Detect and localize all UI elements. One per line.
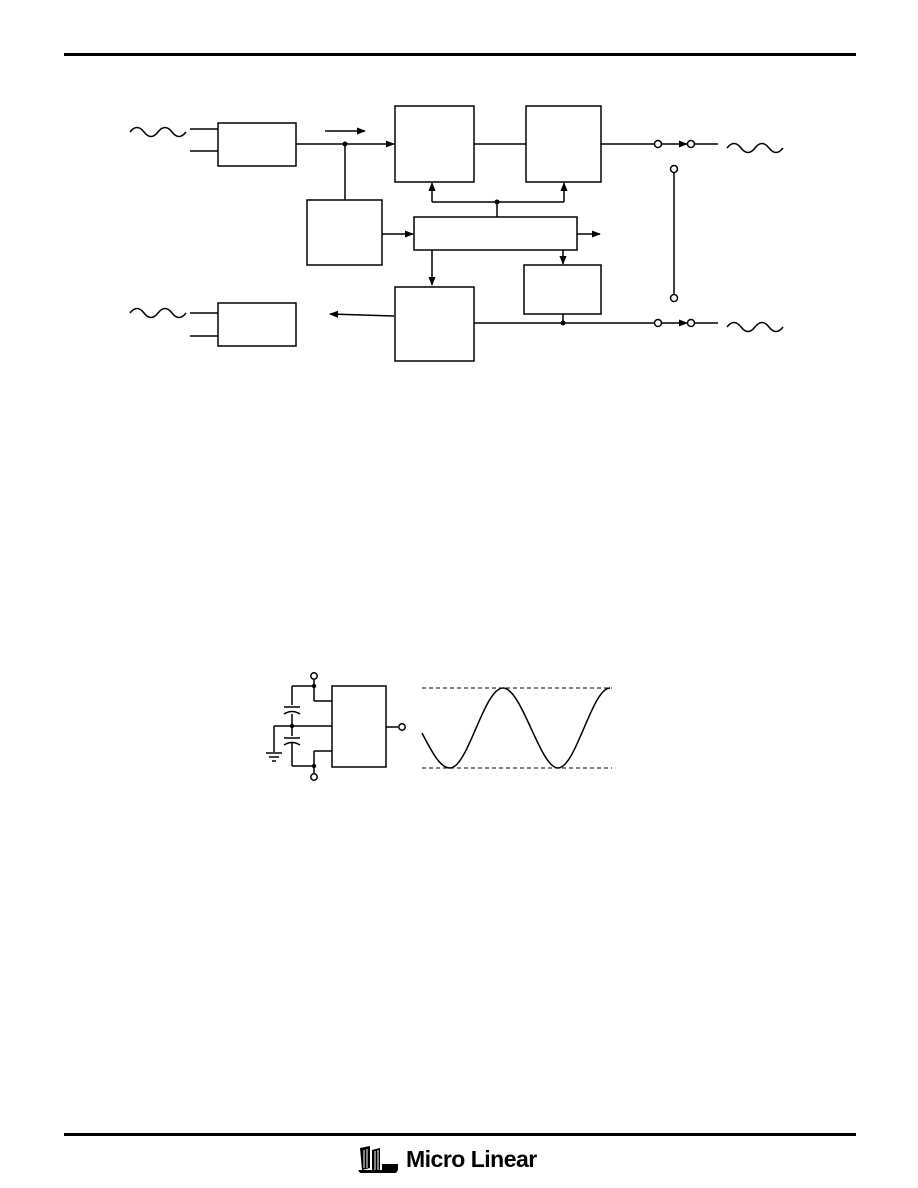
input-sine-top-icon	[129, 126, 187, 138]
brand-name: Micro Linear	[406, 1145, 537, 1172]
footer-logo: Micro Linear	[356, 1142, 566, 1176]
top-rule	[64, 53, 856, 56]
processing-block-c	[394, 286, 475, 362]
output-sine-top-icon	[726, 142, 784, 154]
control-block	[306, 199, 383, 266]
switch-terminal-icon	[653, 139, 663, 149]
oscillator-ic-block	[331, 685, 387, 768]
sine-waveform	[421, 687, 611, 769]
output-terminal-icon	[398, 723, 406, 731]
output-sine-bottom-icon	[726, 321, 784, 333]
bottom-rule	[64, 1133, 856, 1136]
block-diagram	[129, 105, 784, 362]
output-buffer-block	[217, 302, 297, 347]
supply-terminal-icon	[310, 672, 318, 680]
micro-linear-logo-icon	[358, 1146, 398, 1173]
input-sine-bottom-icon	[129, 307, 187, 319]
